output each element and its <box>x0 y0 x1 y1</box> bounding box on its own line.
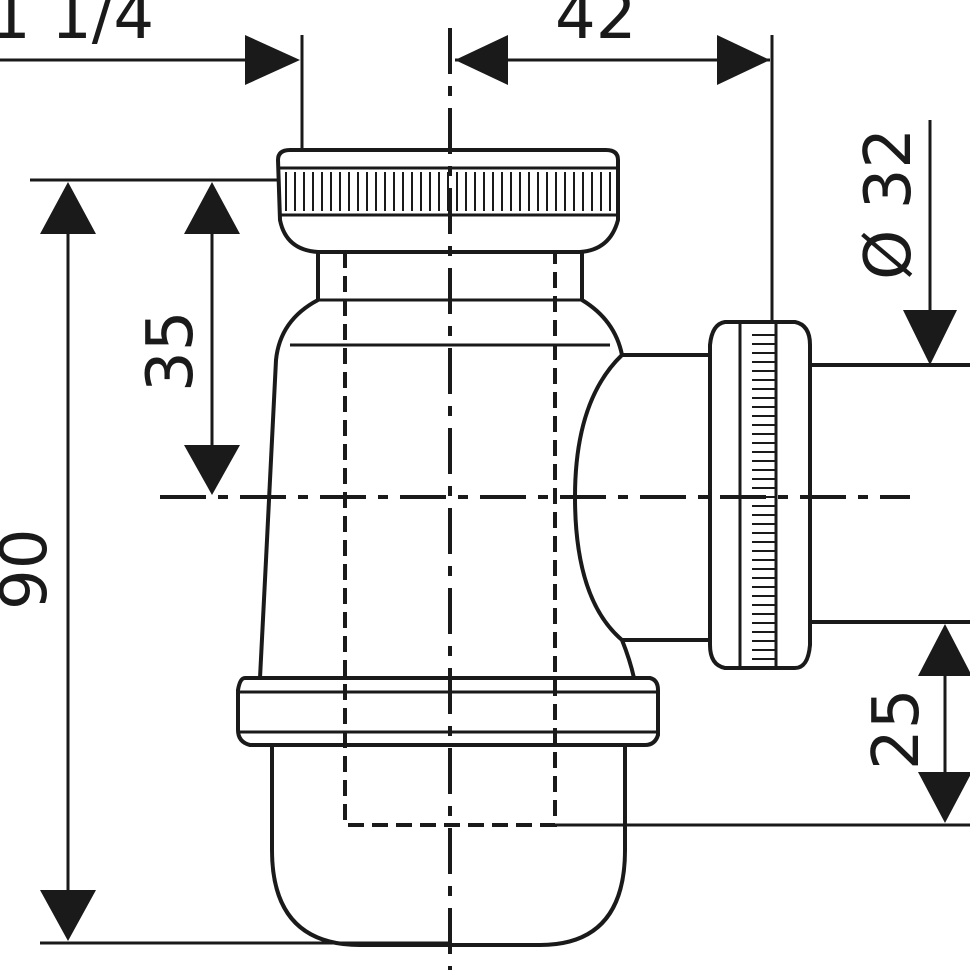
dimension-outlet-diameter: Ø 32 <box>852 120 957 365</box>
dimension-offset: 42 <box>455 0 774 322</box>
bottom-cup <box>270 745 627 947</box>
dimension-outlet-to-tube-label: 25 <box>860 689 934 770</box>
ring-band <box>236 676 660 747</box>
dimension-thread: 1 1/4 <box>0 0 304 150</box>
dimension-outlet-to-tube: 25 <box>555 624 970 827</box>
dimension-offset-label: 42 <box>555 0 636 54</box>
inner-tube-hidden <box>343 252 557 827</box>
dimension-total-height-label: 90 <box>0 529 62 610</box>
dimension-total-height: 90 <box>0 178 450 945</box>
side-outlet <box>622 320 970 670</box>
dimension-thread-label: 1 1/4 <box>0 0 154 54</box>
dimension-cap-to-axis: 35 <box>134 182 240 495</box>
top-cap <box>275 148 620 254</box>
trap-body <box>258 252 636 679</box>
dimension-outlet-diameter-label: Ø 32 <box>852 128 926 280</box>
dimension-cap-to-axis-label: 35 <box>134 311 208 392</box>
